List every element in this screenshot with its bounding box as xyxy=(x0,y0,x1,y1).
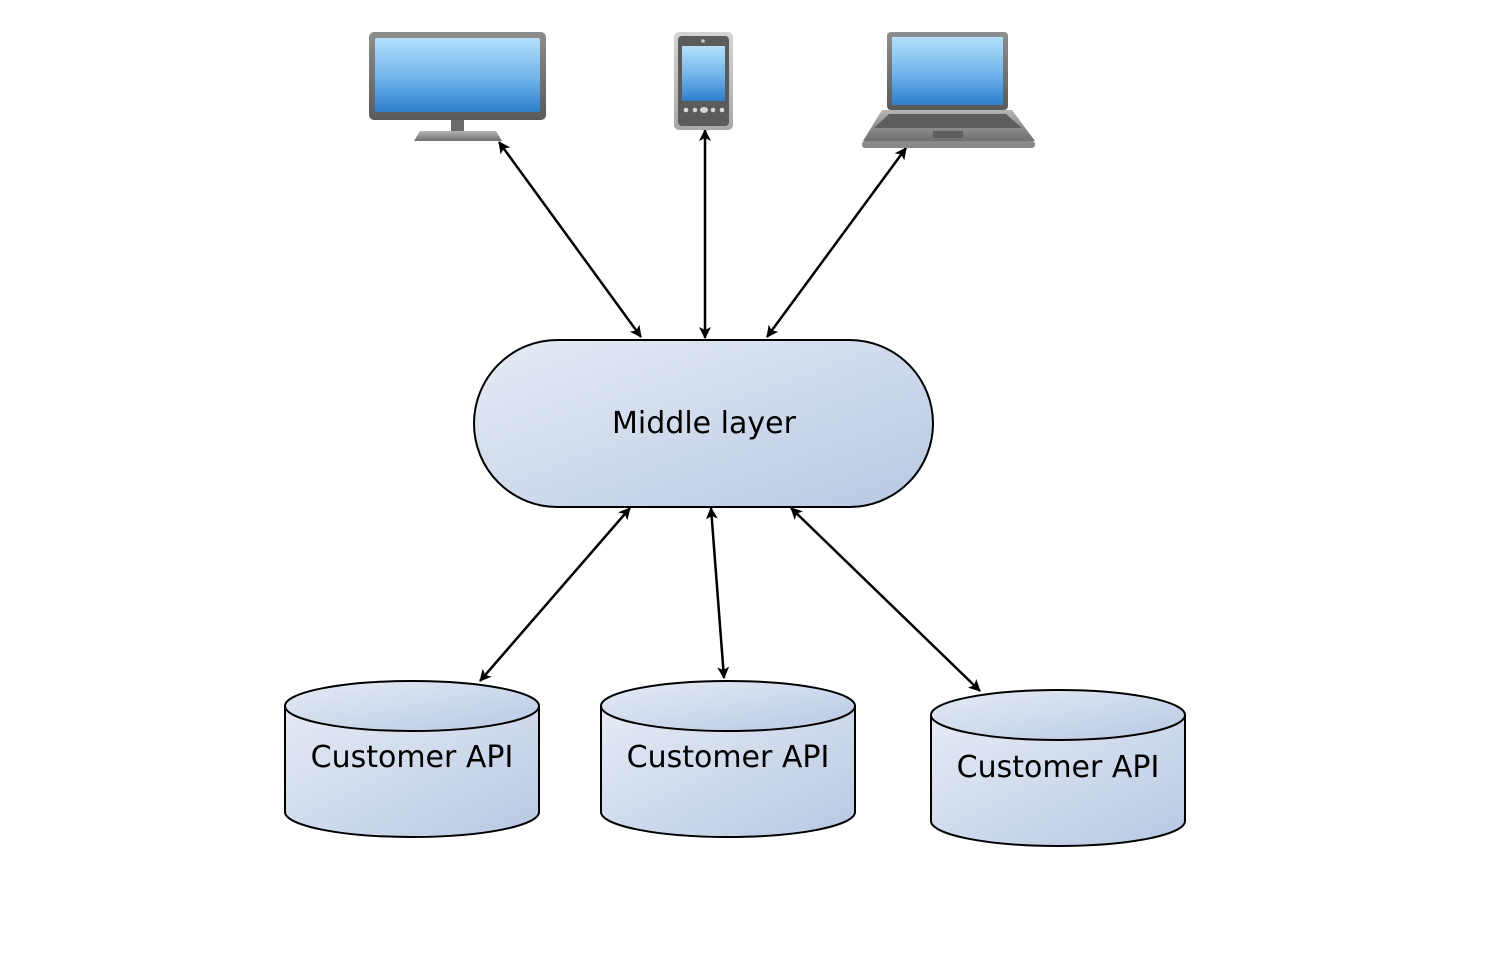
customer-api-label-3: Customer API xyxy=(957,750,1160,785)
connector-middle-api-1 xyxy=(479,507,631,682)
middle-layer-label: Middle layer xyxy=(612,406,797,441)
connector-middle-api-3 xyxy=(790,507,981,692)
customer-api-label-1: Customer API xyxy=(311,740,514,775)
customer-api-label-2: Customer API xyxy=(627,740,830,775)
middle-layer-node: Middle layer xyxy=(473,339,934,508)
monitor-icon xyxy=(369,32,546,141)
customer-api-database-2: Customer API xyxy=(600,680,856,838)
smartphone-icon xyxy=(674,32,733,130)
laptop-icon xyxy=(862,32,1035,148)
customer-api-database-1: Customer API xyxy=(284,680,540,838)
connections xyxy=(479,129,981,692)
connector-middle-api-2 xyxy=(705,507,730,679)
customer-api-database-3: Customer API xyxy=(930,689,1186,847)
connector-monitor-middle xyxy=(497,141,643,338)
connector-laptop-middle xyxy=(765,147,908,338)
